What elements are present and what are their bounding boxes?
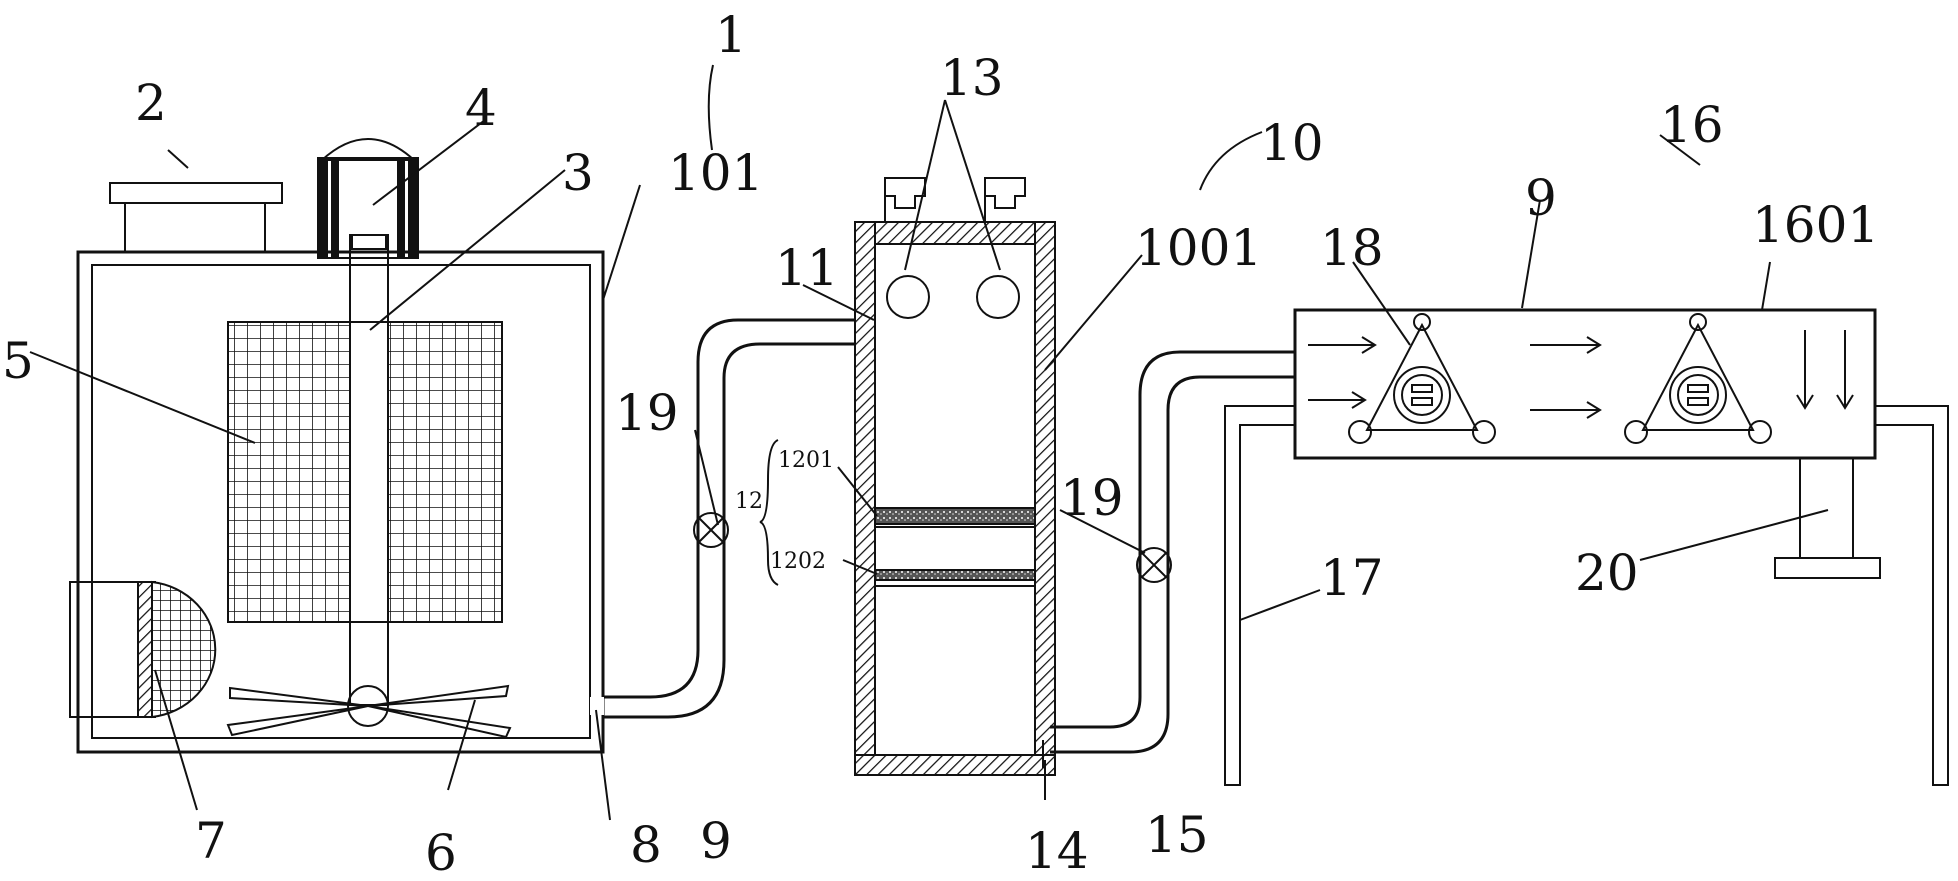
label-10: 10 bbox=[1260, 114, 1324, 172]
filter-column bbox=[854, 177, 1056, 776]
label-2: 2 bbox=[135, 74, 167, 132]
label-1001: 1001 bbox=[1135, 219, 1262, 277]
valve-right bbox=[1136, 547, 1172, 583]
label-1: 1 bbox=[715, 6, 747, 64]
pipe-right bbox=[1050, 350, 1295, 754]
label-19-right: 19 bbox=[1060, 469, 1124, 527]
label-7: 7 bbox=[195, 812, 227, 870]
label-1601: 1601 bbox=[1752, 196, 1879, 254]
label-1202: 1202 bbox=[770, 549, 826, 574]
label-19-left: 19 bbox=[615, 384, 679, 442]
feed-cover bbox=[109, 182, 283, 253]
label-14: 14 bbox=[1025, 822, 1089, 880]
flow-arrows bbox=[1308, 330, 1854, 419]
label-20: 20 bbox=[1575, 544, 1639, 602]
label-8: 8 bbox=[630, 816, 662, 874]
blower-unit-1 bbox=[1348, 313, 1496, 444]
leader-lines bbox=[29, 64, 1829, 821]
label-4: 4 bbox=[465, 79, 497, 137]
label-13: 13 bbox=[940, 49, 1004, 107]
label-9-top: 9 bbox=[1525, 169, 1557, 227]
label-9-pipe: 9 bbox=[700, 812, 732, 870]
stirring-blades bbox=[226, 684, 512, 739]
pedestal bbox=[1774, 457, 1881, 579]
mixing-tank bbox=[76, 250, 605, 754]
blower-unit-2 bbox=[1624, 313, 1772, 444]
label-18: 18 bbox=[1320, 219, 1384, 277]
motor bbox=[317, 138, 419, 259]
pipe-left bbox=[604, 318, 870, 719]
label-11: 11 bbox=[775, 239, 839, 297]
side-filter-window bbox=[69, 580, 217, 719]
label-1201: 1201 bbox=[778, 448, 834, 473]
label-101: 101 bbox=[668, 144, 763, 202]
label-5: 5 bbox=[2, 332, 34, 390]
label-16: 16 bbox=[1660, 96, 1724, 154]
dryer-box bbox=[1293, 308, 1877, 460]
label-12: 12 bbox=[735, 489, 763, 514]
valve-left bbox=[693, 512, 729, 548]
label-17: 17 bbox=[1320, 549, 1384, 607]
support-stand bbox=[1224, 405, 1949, 786]
part-labels: 1 2 3 4 5 6 7 8 9 9 10 11 12 13 14 15 16… bbox=[2, 6, 1879, 881]
label-15: 15 bbox=[1145, 806, 1209, 864]
label-3: 3 bbox=[562, 144, 594, 202]
label-6: 6 bbox=[425, 824, 457, 881]
